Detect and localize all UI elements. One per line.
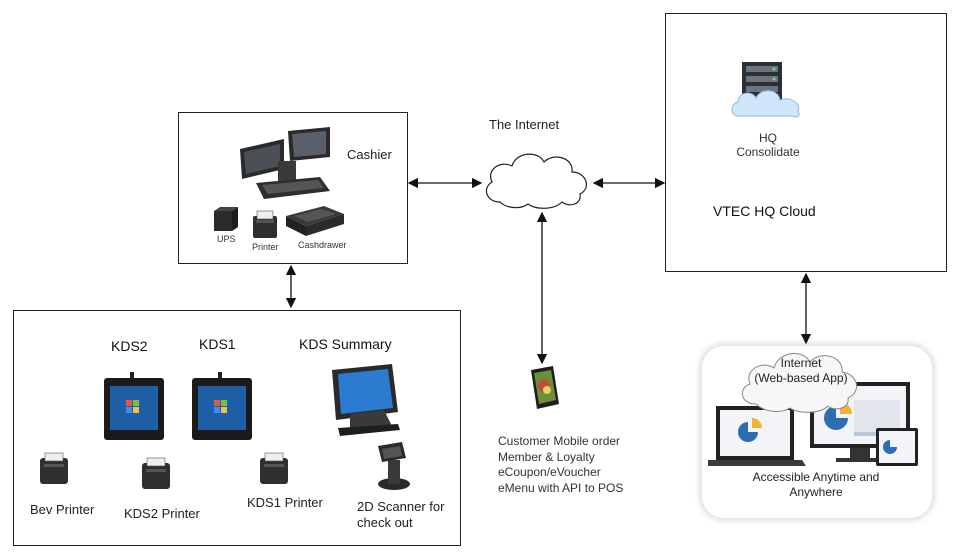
internet-cloud-icon <box>485 153 588 209</box>
bev-printer-icon <box>40 452 68 484</box>
web-caption-line1: Accessible Anytime and <box>752 470 880 484</box>
hq-consolidate-line2: Consolidate <box>736 145 800 159</box>
kds1-monitor-icon <box>192 372 252 440</box>
server-cloud-icon <box>731 62 800 118</box>
kds1-printer-label: KDS1 Printer <box>247 495 323 510</box>
scanner-label-line1: 2D Scanner for <box>357 499 445 514</box>
bev-printer-label: Bev Printer <box>30 502 95 517</box>
internet-label: The Internet <box>489 117 560 132</box>
mobile-description: Customer Mobile order Member & Loyalty e… <box>498 434 623 496</box>
hq-cloud-box <box>665 13 947 272</box>
cashdrawer-icon <box>286 206 344 236</box>
kds2-printer-label: KDS2 Printer <box>124 506 200 521</box>
cashdrawer-label: Cashdrawer <box>298 240 347 250</box>
cashier-title: Cashier <box>347 147 392 162</box>
kds-summary-title: KDS Summary <box>299 336 392 352</box>
scanner-label-line2: check out <box>357 515 413 530</box>
hq-consolidate-label: HQ Consolidate <box>730 131 806 159</box>
printer-label: Printer <box>252 242 279 252</box>
ups-label: UPS <box>217 234 236 244</box>
mobile-line4: eMenu with API to POS <box>498 480 624 495</box>
scanner-label: 2D Scanner for check out <box>357 499 444 531</box>
web-cloud-line2: (Web-based App) <box>754 371 848 385</box>
web-cloud-line1: Internet <box>780 356 822 370</box>
kds2-monitor-icon <box>104 372 164 440</box>
barcode-scanner-icon <box>378 442 410 490</box>
mobile-line1: Customer Mobile order <box>498 434 621 448</box>
hq-cloud-title: VTEC HQ Cloud <box>713 203 816 219</box>
kds2-title: KDS2 <box>111 338 148 354</box>
pos-terminal-icon <box>240 127 330 199</box>
kds2-printer-icon <box>142 457 170 489</box>
kds1-title: KDS1 <box>199 336 236 352</box>
web-cloud-label: Internet (Web-based App) <box>746 356 856 386</box>
web-cloud-icon <box>741 353 857 413</box>
mobile-line3: eCoupon/eVoucher <box>498 465 601 479</box>
mobile-phone-icon <box>531 366 559 409</box>
receipt-printer-icon <box>253 210 277 238</box>
web-caption: Accessible Anytime and Anywhere <box>716 470 916 500</box>
web-caption-line2: Anywhere <box>789 485 843 499</box>
kds1-printer-icon <box>260 452 288 484</box>
ups-icon <box>214 207 238 231</box>
kds-summary-tablet-icon <box>332 364 400 436</box>
mobile-line2: Member & Loyalty <box>498 449 595 464</box>
hq-consolidate-line1: HQ <box>759 131 777 145</box>
